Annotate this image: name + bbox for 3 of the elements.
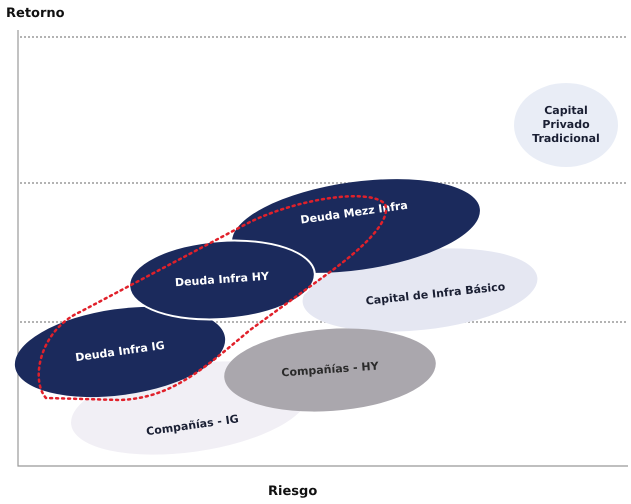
axis-title: Retorno [6, 6, 65, 21]
axis-title: Riesgo [268, 484, 318, 499]
bubble: Capital Privado Tradicional [514, 83, 618, 167]
